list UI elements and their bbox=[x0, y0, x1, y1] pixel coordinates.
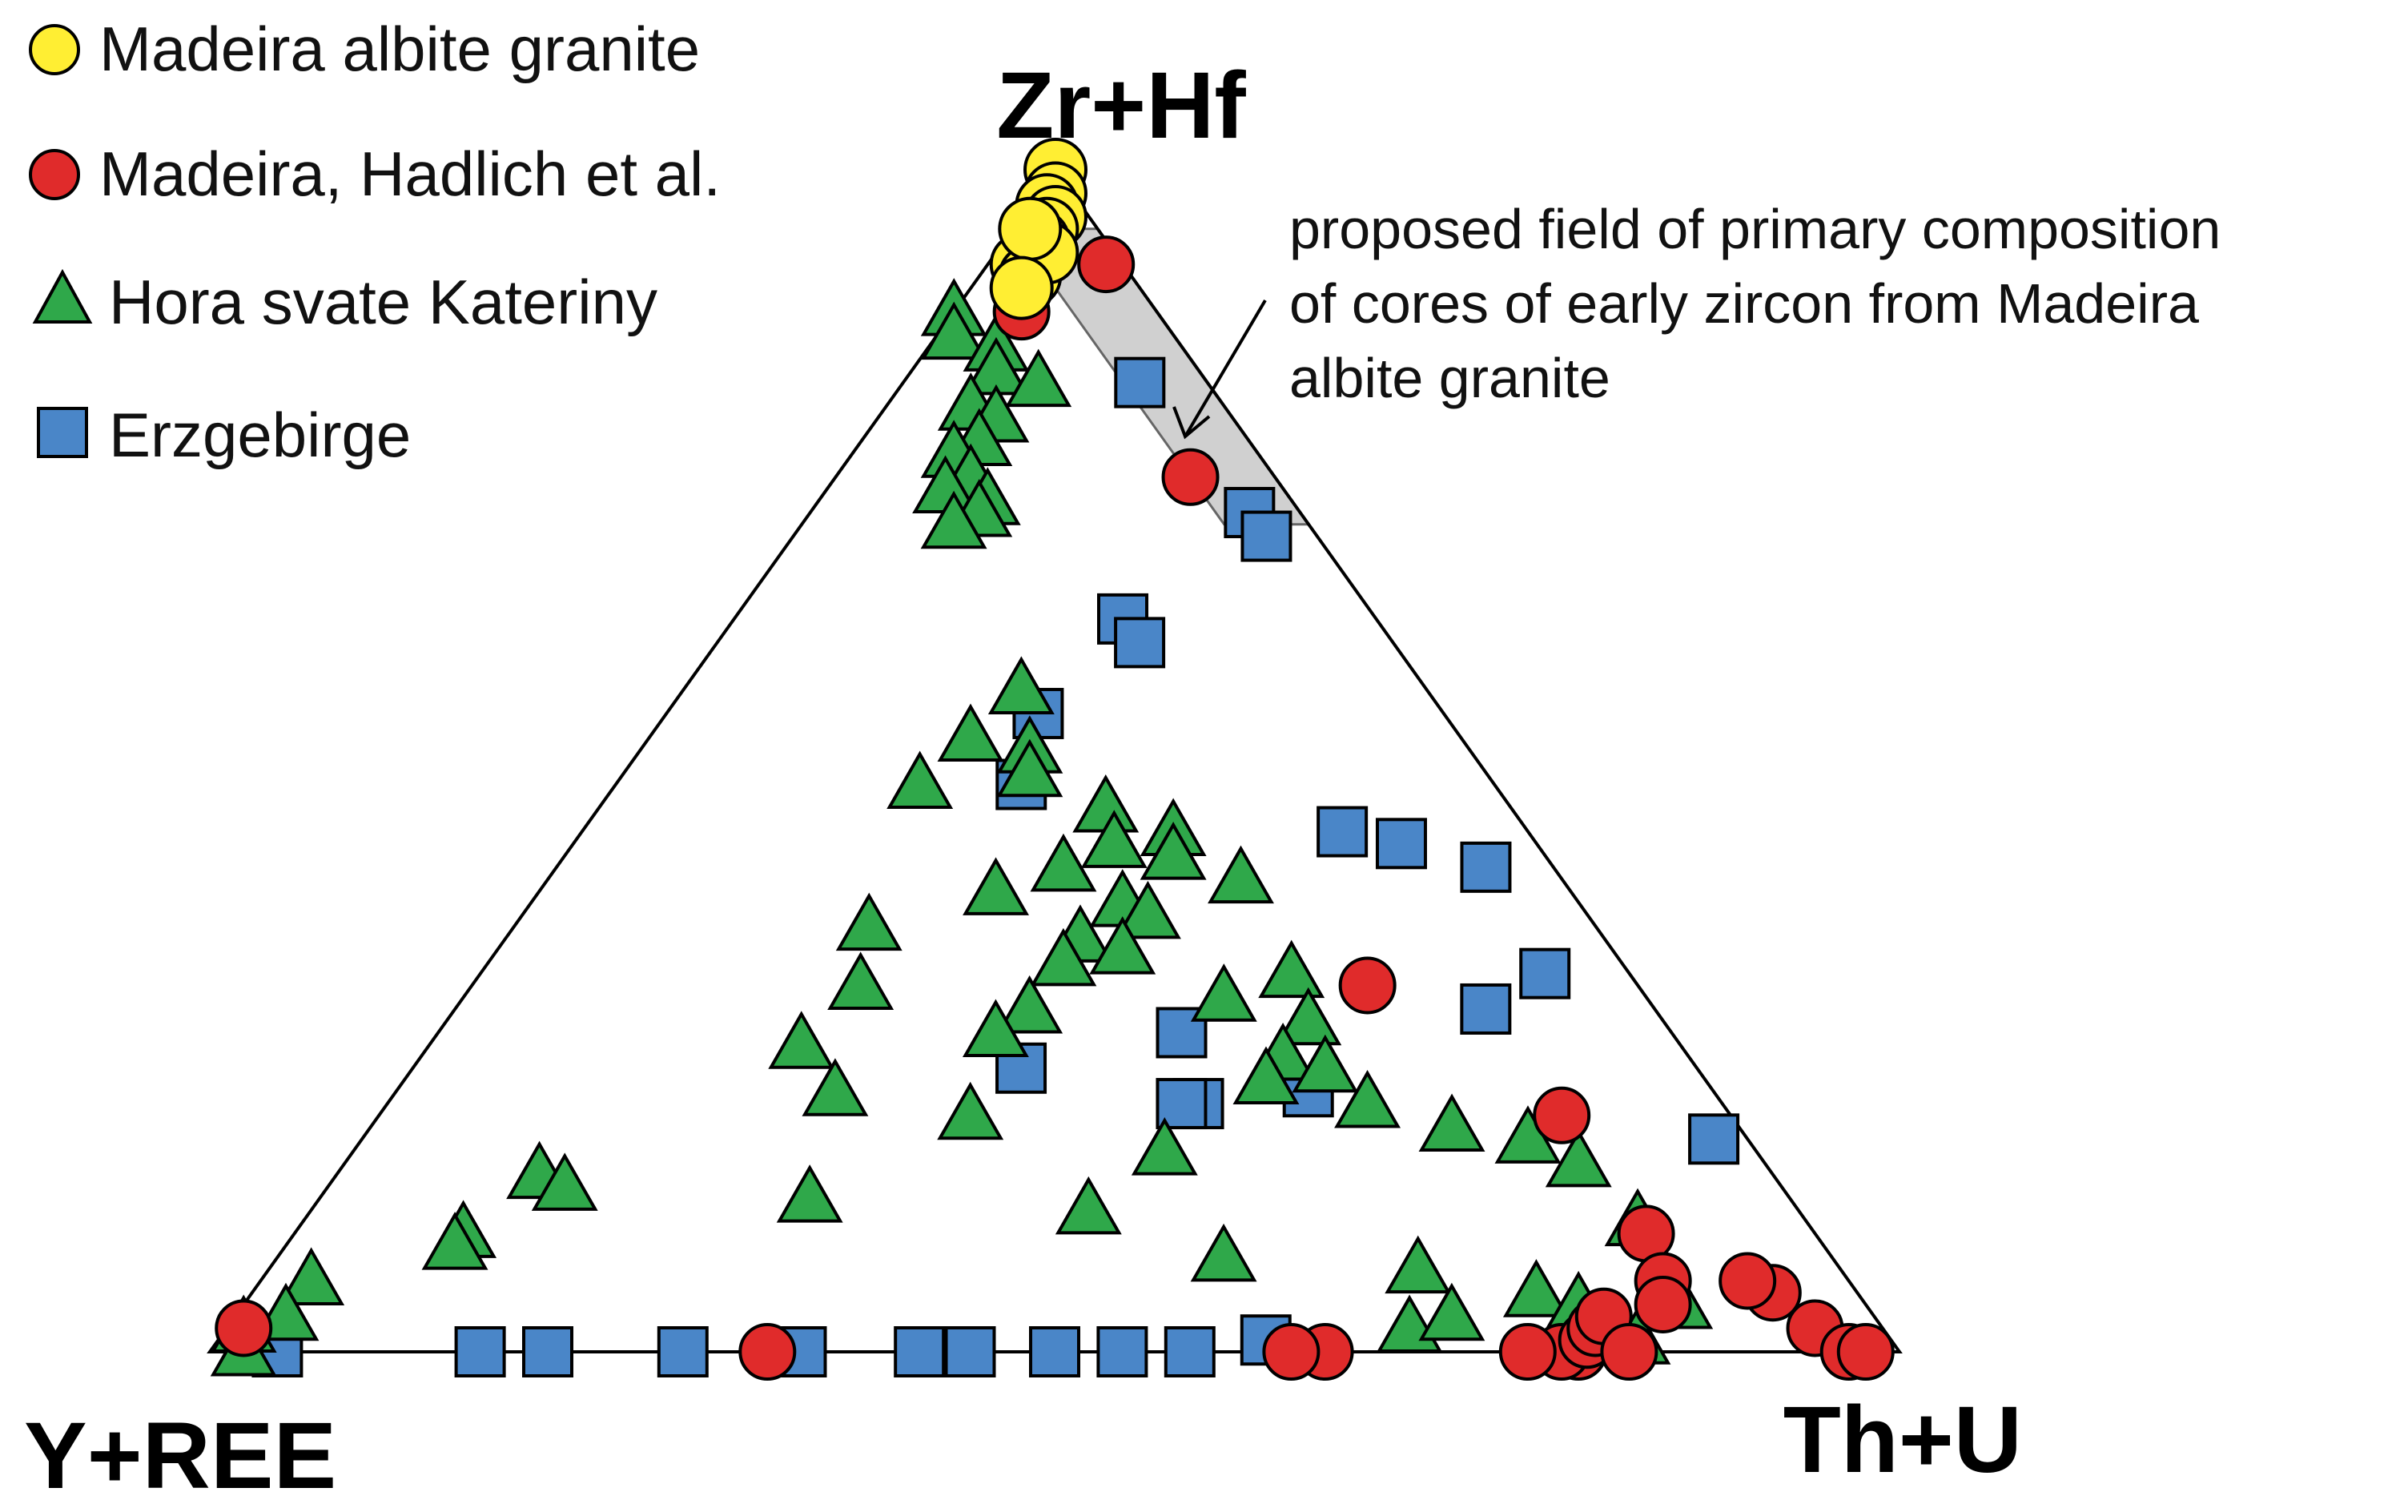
annotation-arrow-head bbox=[1172, 406, 1211, 440]
data-point-circle-s1-14 bbox=[1498, 1323, 1557, 1381]
data-point-triangle-s2-42 bbox=[802, 1058, 869, 1116]
data-point-triangle-s2-27 bbox=[1114, 880, 1181, 939]
data-point-circle-s1-9 bbox=[738, 1323, 797, 1381]
data-point-triangle-s2-43 bbox=[1334, 1070, 1401, 1128]
legend-label-madeira-albite: Madeira albite granite bbox=[99, 14, 700, 84]
data-point-triangle-s2-32 bbox=[1258, 939, 1325, 999]
data-point-triangle-s2-47 bbox=[1131, 1117, 1198, 1176]
data-point-square-s3-0 bbox=[1114, 356, 1166, 408]
data-point-square-s3-17 bbox=[1688, 1113, 1740, 1165]
data-point-triangle-s2-34 bbox=[1190, 963, 1257, 1022]
legend-label-erzgebirge: Erzgebirge bbox=[109, 400, 411, 470]
data-point-circle-s1-8 bbox=[215, 1299, 273, 1357]
data-point-square-s3-7 bbox=[1317, 806, 1369, 858]
data-point-square-s3-23 bbox=[894, 1326, 946, 1377]
data-point-circle-s1-7 bbox=[1634, 1275, 1692, 1333]
legend-marker-madeira-hadlich bbox=[29, 149, 80, 200]
data-point-triangle-s2-19 bbox=[1072, 774, 1140, 833]
data-point-circle-s1-0 bbox=[1077, 235, 1136, 294]
data-marks bbox=[210, 138, 1895, 1381]
data-point-circle-s0-11 bbox=[989, 255, 1054, 320]
data-point-triangle-s2-25 bbox=[963, 857, 1029, 915]
legend-label-hora: Hora svate Kateriny bbox=[109, 267, 657, 337]
legend-marker-madeira-albite bbox=[29, 24, 80, 75]
data-point-triangle-s2-56 bbox=[1190, 1223, 1257, 1282]
legend-marker-erzgebirge bbox=[37, 407, 88, 458]
data-point-circle-s1-11 bbox=[1262, 1323, 1321, 1381]
data-point-triangle-s2-48 bbox=[1545, 1128, 1612, 1188]
data-point-square-s3-24 bbox=[944, 1326, 996, 1377]
data-point-circle-s1-4 bbox=[1533, 1086, 1591, 1144]
annotation-line-2: of cores of early zircon from Madeira bbox=[1289, 272, 2199, 335]
data-point-triangle-s2-57 bbox=[1385, 1235, 1452, 1294]
annotation-arrow bbox=[1184, 299, 1267, 438]
data-point-square-s3-21 bbox=[657, 1326, 709, 1377]
data-point-triangle-s2-37 bbox=[962, 999, 1029, 1057]
data-point-triangle-s2-30 bbox=[1089, 916, 1156, 975]
data-point-triangle-s2-23 bbox=[1030, 833, 1097, 892]
data-point-triangle-s2-41 bbox=[1232, 1046, 1300, 1105]
data-point-circle-s0-10 bbox=[998, 196, 1063, 261]
legend-label-madeira-hadlich: Madeira, Hadlich et al. bbox=[99, 139, 721, 209]
data-point-triangle-s2-24 bbox=[1208, 845, 1274, 904]
data-point-square-s3-11 bbox=[1460, 983, 1512, 1035]
data-point-triangle-s2-13 bbox=[920, 490, 987, 549]
legend: Madeira albite granite Madeira, Hadlich … bbox=[29, 14, 721, 470]
data-point-triangle-s2-55 bbox=[421, 1212, 488, 1270]
annotation-line-3: albite granite bbox=[1289, 347, 1610, 409]
data-point-triangle-s2-31 bbox=[1030, 927, 1097, 987]
data-point-triangle-s2-36 bbox=[1275, 987, 1342, 1046]
data-point-square-s3-26 bbox=[1096, 1326, 1148, 1377]
data-point-circle-s1-22 bbox=[1719, 1252, 1777, 1310]
data-point-triangle-s2-33 bbox=[827, 951, 894, 1010]
data-point-square-s3-9 bbox=[1460, 841, 1512, 893]
data-point-triangle-s2-45 bbox=[1418, 1093, 1485, 1152]
data-point-square-s3-25 bbox=[1029, 1326, 1080, 1377]
data-point-square-s3-2 bbox=[1240, 510, 1292, 562]
data-point-square-s3-20 bbox=[522, 1326, 573, 1377]
annotation-line-1: proposed field of primary composition bbox=[1289, 198, 2221, 260]
vertex-label-left: Y+REE bbox=[24, 1403, 336, 1509]
data-point-circle-s1-20 bbox=[1836, 1323, 1895, 1381]
data-point-triangle-s2-52 bbox=[1055, 1176, 1122, 1235]
data-point-triangle-s2-1 bbox=[920, 301, 987, 360]
data-point-square-s3-8 bbox=[1375, 818, 1427, 870]
data-point-square-s3-4 bbox=[1114, 617, 1166, 669]
data-point-triangle-s2-58 bbox=[278, 1247, 345, 1305]
data-point-circle-s1-3 bbox=[1338, 956, 1397, 1015]
data-point-circle-s1-23 bbox=[1600, 1323, 1658, 1381]
data-point-triangle-s2-15 bbox=[937, 703, 1004, 762]
data-point-triangle-s2-44 bbox=[937, 1081, 1004, 1140]
data-point-triangle-s2-38 bbox=[768, 1011, 835, 1069]
data-point-square-s3-27 bbox=[1164, 1326, 1216, 1377]
data-point-triangle-s2-14 bbox=[987, 656, 1055, 714]
data-point-triangle-s2-40 bbox=[1292, 1034, 1359, 1093]
data-point-triangle-s2-51 bbox=[776, 1164, 843, 1223]
data-point-triangle-s2-17 bbox=[996, 738, 1063, 798]
data-point-triangle-s2-21 bbox=[1080, 810, 1148, 868]
data-point-triangle-s2-18 bbox=[886, 750, 954, 810]
data-point-triangle-s2-35 bbox=[996, 975, 1063, 1034]
data-point-square-s3-10 bbox=[1519, 947, 1571, 999]
data-point-triangle-s2-66 bbox=[1418, 1282, 1485, 1341]
data-point-triangle-s2-59 bbox=[1502, 1259, 1570, 1317]
data-point-circle-s1-2 bbox=[1161, 448, 1220, 506]
data-point-triangle-s2-4 bbox=[1005, 348, 1072, 408]
data-point-triangle-s2-22 bbox=[1140, 822, 1207, 880]
vertex-label-right: Th+U bbox=[1783, 1387, 2022, 1493]
legend-marker-hora bbox=[32, 268, 93, 324]
data-point-square-s3-19 bbox=[454, 1326, 506, 1377]
data-point-triangle-s2-50 bbox=[531, 1152, 598, 1211]
vertex-label-top: Zr+Hf bbox=[996, 53, 1246, 159]
data-point-triangle-s2-28 bbox=[835, 892, 902, 951]
